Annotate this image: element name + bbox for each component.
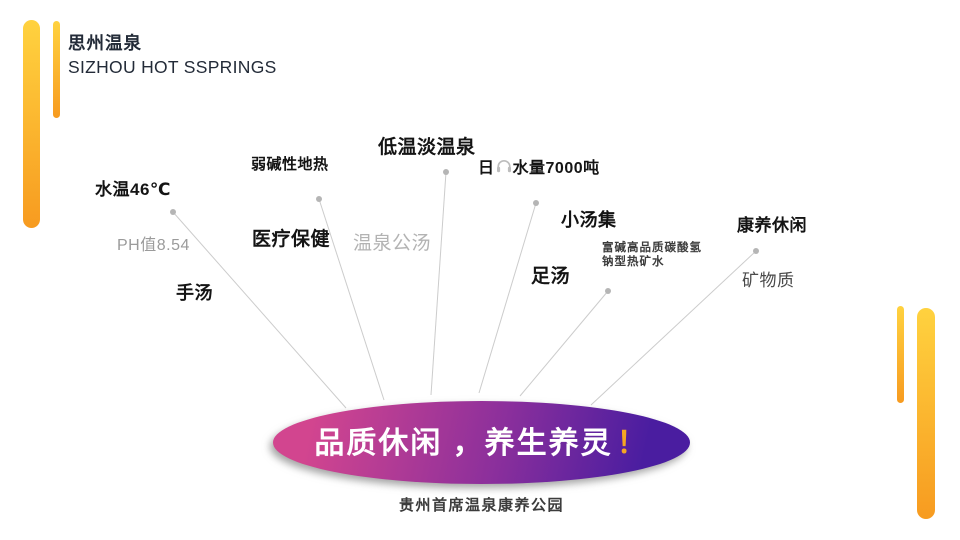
- connector-dot: [605, 288, 611, 294]
- label-weak-alkaline-geothermal: 弱碱性地热: [251, 156, 329, 173]
- title-chinese: 思州温泉: [68, 33, 142, 53]
- connector-dot: [316, 196, 322, 202]
- connector-line: [590, 250, 757, 406]
- label-low-temp-spring: 低温淡温泉: [378, 137, 476, 158]
- slogan-text-row: 品质休闲 ，养生养灵 ！: [314, 418, 648, 462]
- connector-dot: [170, 209, 176, 215]
- label-hand-bath: 手汤: [176, 283, 213, 303]
- accent-bar-right-wide: [917, 308, 935, 519]
- label-small-bath-collection: 小汤集: [561, 210, 617, 230]
- label-daily-water-volume: 日 水量7000吨: [478, 154, 600, 178]
- label-medical-care: 医疗保健: [252, 229, 331, 250]
- central-slogan-ellipse: 品质休闲 ，养生养灵 ！: [273, 401, 690, 484]
- water-label-prefix: 日: [478, 160, 495, 177]
- label-public-spring-bath: 温泉公汤: [353, 233, 432, 254]
- accent-bar-left-wide: [23, 20, 40, 228]
- label-water-temp: 水温46℃: [95, 180, 171, 199]
- label-mineral-water-desc: 富碱高品质碳酸氢 钠型热矿水: [602, 242, 702, 268]
- label-foot-bath: 足汤: [531, 266, 571, 287]
- slide-header: 思州温泉 SIZHOU HOT SSPRINGS: [68, 31, 277, 79]
- connector-line: [478, 202, 537, 394]
- label-minerals: 矿物质: [742, 271, 795, 290]
- headphones-glyph-icon: [496, 159, 512, 173]
- connector-dot: [443, 169, 449, 175]
- connector-dot: [533, 200, 539, 206]
- connector-dot: [753, 248, 759, 254]
- slogan-exclamation: ！: [616, 426, 649, 460]
- connector-line: [519, 290, 609, 397]
- label-wellness-leisure: 康养休闲: [737, 216, 807, 235]
- accent-bar-left-thin: [53, 21, 60, 118]
- title-english: SIZHOU HOT SSPRINGS: [68, 57, 277, 77]
- accent-bar-right-thin: [897, 306, 904, 403]
- caption-text: 贵州首席温泉康养公园: [398, 497, 564, 514]
- label-ph-value: PH值8.54: [117, 237, 190, 254]
- slogan-text: 品质休闲 ，养生养灵: [314, 426, 613, 460]
- water-label-suffix: 水量7000吨: [512, 160, 600, 177]
- connector-line: [430, 171, 447, 396]
